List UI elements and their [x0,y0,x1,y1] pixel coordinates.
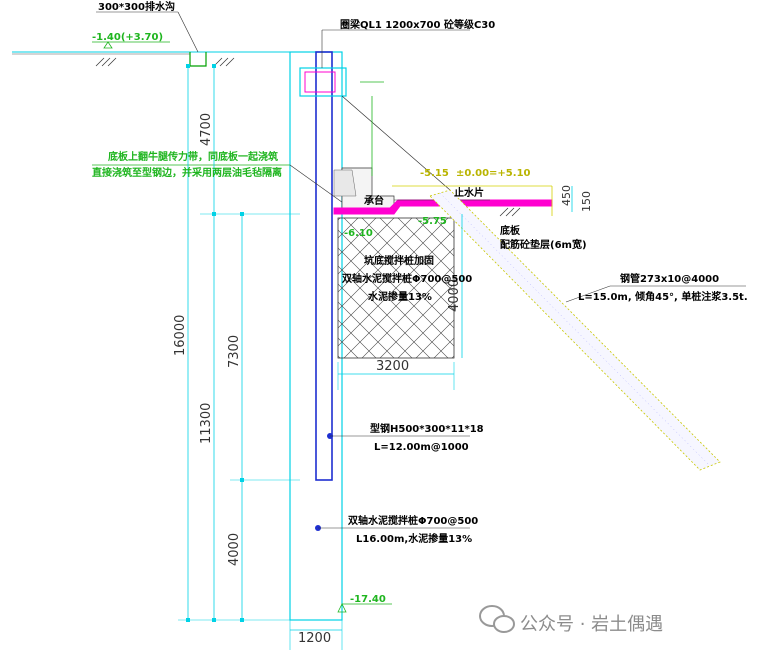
mixing-pile-label-2: L16.00m,水泥掺量13% [356,532,472,545]
h-steel-label-2: L=12.00m@1000 [374,442,469,453]
wechat-icon [479,605,515,633]
dim-ticks-left [186,64,244,622]
note-leader [289,164,347,206]
steel-pipe-leader [565,285,611,303]
ring-beam-label: 圈梁QL1 1200x700 砼等级C30 [340,18,495,31]
cushion-label: 配筋砼垫层(6m宽) [500,238,587,251]
haunch-fill [333,169,357,197]
dim-450-text: 450 [560,185,573,206]
bottom-plate-note-2: 直接浇筑至型钢边，并采用两层油毛毡隔离 [92,166,282,179]
mixing-pile-label-1: 双轴水泥搅拌桩Φ700@500 [348,514,478,527]
elev-top-label: -1.40(+3.70) [92,32,163,43]
elev-top-triangle [103,41,113,49]
dim-3200-text: 3200 [376,359,409,374]
pile-cap-label: 承台 [364,194,384,207]
elev-575-label: -5.75 [418,216,447,227]
elev-515-label: -5.15 [420,168,449,179]
drain-ditch [189,52,207,67]
elev-000-label: ±0.00=+5.10 [456,168,531,179]
slope-line [341,95,451,191]
h-steel-label-1: 型钢H500*300*11*18 [370,422,484,435]
ring-beam [299,67,347,97]
elev-1740-triangle [337,603,347,613]
ring-beam-rebar [304,71,336,93]
reinforce-label-2: 双轴水泥搅拌桩Φ700@500 [342,272,472,285]
elev-610-label: -6.10 [344,228,373,239]
dim-11300-text: 11300 [199,403,214,444]
h-steel-beam [315,51,333,481]
drain-ditch-label: 300*300排水沟 [98,0,175,13]
dim-4000-reinf-text: 4000 [447,279,462,312]
ground-hatch-right [499,207,521,217]
reinforce-label-3: 水泥掺量13% [367,290,432,303]
dim-4000-bottom-text: 4000 [227,533,242,566]
dim-150-text: 150 [580,191,593,212]
inclined-steel-pipe [429,189,721,471]
reinforcement-zone [337,217,455,359]
dim-4700-text: 4700 [199,113,214,146]
elev-1740-label: -17.40 [350,594,386,605]
reinforce-label-1: 坑底搅拌桩加固 [364,254,434,267]
dim-1200-text: 1200 [298,631,331,646]
watermark-text: 公众号 · 岩土偶遇 [520,614,663,635]
bottom-plate-note-1: 底板上翻牛腿传力带，同底板一起浇筑 [108,150,278,163]
steel-pipe-label-1: 钢管273x10@4000 [620,272,719,285]
dim-7300-text: 7300 [227,335,242,368]
dim-16000-text: 16000 [173,315,188,356]
waterstop-label: 止水片 [454,186,484,199]
drain-ditch-leader [177,11,199,53]
bottom-plate-label: 底板 [500,224,521,237]
steel-pipe-label-2: L=15.0m, 倾角45°, 单桩注浆3.5t. [578,290,748,303]
